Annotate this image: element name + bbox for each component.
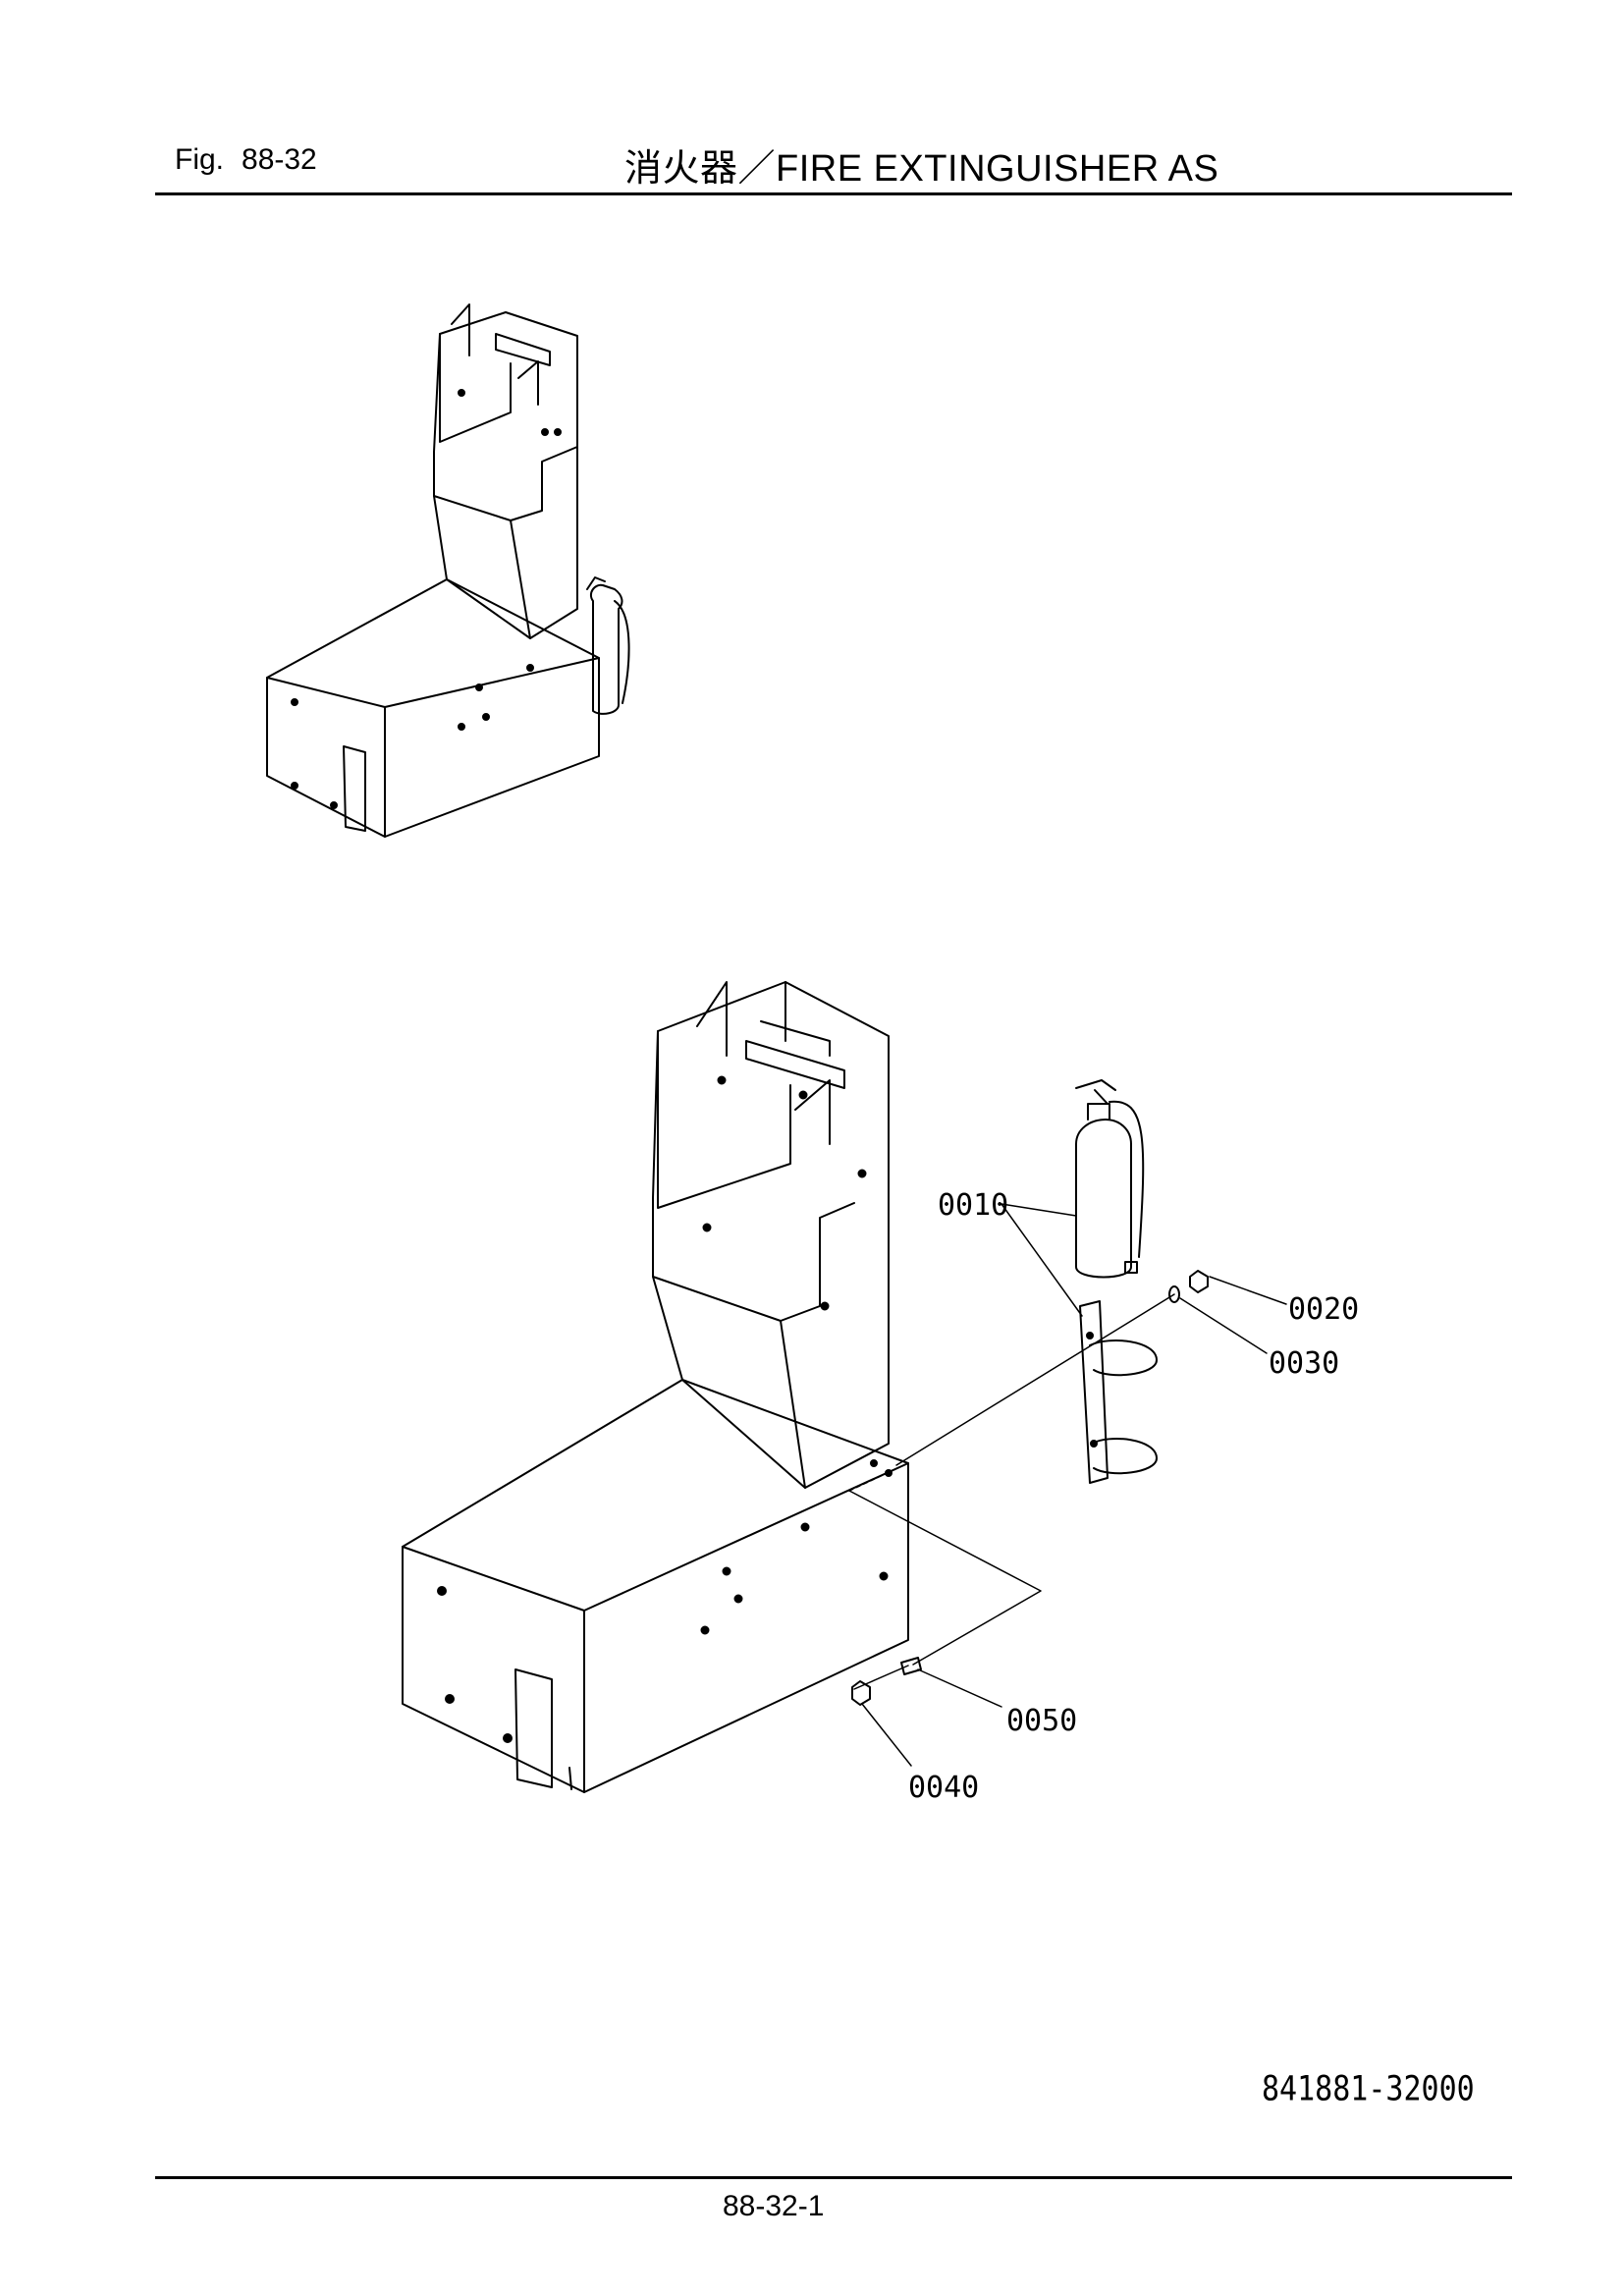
leader-lines: [861, 1203, 1287, 1767]
page-number: 88-32-1: [723, 2190, 825, 2222]
fig-number: 88-32: [242, 143, 317, 176]
page-title: 消火器／FIRE EXTINGUISHER AS: [624, 148, 1219, 190]
callout-0040: 0040: [908, 1771, 979, 1805]
drawing-number: 841881-32000: [1262, 2069, 1475, 2109]
main-assembly: [402, 981, 1209, 1793]
figure-label: Fig. 88-32: [175, 143, 317, 177]
callout-0030: 0030: [1269, 1346, 1339, 1381]
overview-assembly: [266, 303, 630, 838]
callout-0010: 0010: [938, 1188, 1008, 1223]
callout-0050: 0050: [1006, 1704, 1077, 1738]
header-rule: [155, 192, 1512, 195]
footer-rule: [155, 2176, 1512, 2179]
fig-prefix: Fig.: [175, 143, 225, 176]
callout-0020: 0020: [1288, 1292, 1359, 1327]
